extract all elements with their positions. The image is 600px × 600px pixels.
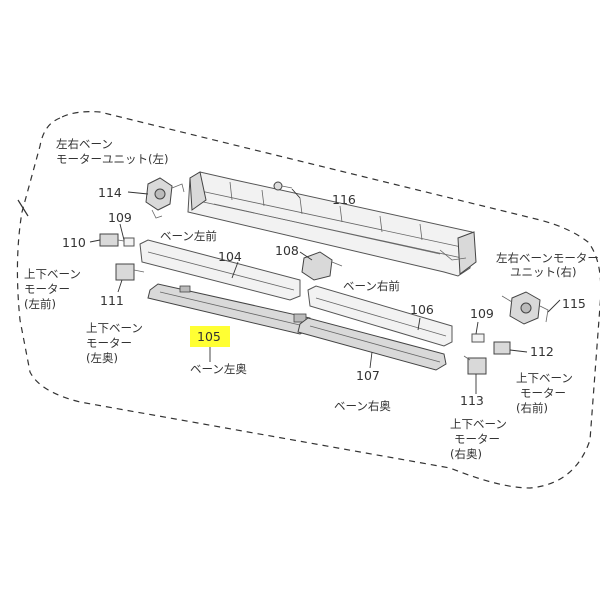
part-name-113-line2: モーター	[454, 432, 500, 446]
small-part-109-left	[123, 237, 135, 247]
part-num-106: 106	[410, 302, 434, 317]
part-name-114-line1: 左右ベーン	[56, 137, 113, 151]
part-num-109-left: 109	[108, 210, 132, 225]
dashed-boundary	[16, 111, 600, 489]
part-num-105: 105	[197, 329, 221, 344]
part-name-110-line2: モーター	[24, 282, 70, 296]
part-name-113-line3: (右奥)	[450, 447, 482, 461]
leader-lines	[89, 188, 561, 394]
part-name-110-line3: (左前)	[24, 297, 56, 311]
highlight-105	[190, 326, 230, 347]
part-name-112-line1: 上下ベーン	[516, 371, 573, 385]
motor-unit-left-114	[145, 177, 185, 219]
motor-right-back-113	[463, 355, 487, 375]
part-name-114-line2: モーターユニット(左)	[56, 152, 168, 166]
vane-left-back-105	[147, 283, 313, 335]
part-num-104: 104	[218, 249, 242, 264]
part-name-115-line2: ユニット(右)	[510, 265, 576, 279]
part-name-111-line1: 上下ベーン	[86, 321, 143, 335]
part-name-107: ベーン右奥	[334, 399, 391, 413]
part-num-112: 112	[530, 344, 554, 359]
part-num-107: 107	[356, 368, 380, 383]
small-part-109-right	[471, 333, 485, 343]
motor-right-front-112	[493, 341, 511, 355]
motor-left-back-111	[115, 263, 145, 281]
part-name-112-line2: モーター	[520, 386, 566, 400]
part-num-111: 111	[100, 293, 124, 308]
part-num-115: 115	[562, 296, 586, 311]
screw-116	[273, 181, 293, 191]
part-name-113-line1: 上下ベーン	[450, 417, 507, 431]
motor-unit-right-115	[501, 291, 549, 325]
part-name-106: ベーン右前	[343, 279, 400, 293]
part-num-114: 114	[98, 185, 122, 200]
part-name-111-line3: (左奥)	[86, 351, 118, 365]
vane-right-front-106	[307, 285, 453, 347]
part-name-115-line1: 左右ベーンモーター	[496, 251, 599, 265]
part-name-112-line3: (右前)	[516, 401, 548, 415]
part-name-104: ベーン左前	[160, 229, 217, 243]
part-num-113: 113	[460, 393, 484, 408]
part-num-108: 108	[275, 243, 299, 258]
chassis-unit	[187, 171, 477, 277]
dashed-tick	[17, 199, 29, 217]
part-num-109-right: 109	[470, 306, 494, 321]
part-name-105: ベーン左奥	[190, 362, 247, 376]
vane-right-back-107	[297, 317, 447, 371]
part-108	[301, 251, 343, 281]
part-num-110: 110	[62, 235, 86, 250]
part-name-110-line1: 上下ベーン	[24, 267, 81, 281]
part-num-116: 116	[332, 192, 356, 207]
part-name-111-line2: モーター	[86, 336, 132, 350]
vane-left-front-104	[139, 239, 301, 301]
